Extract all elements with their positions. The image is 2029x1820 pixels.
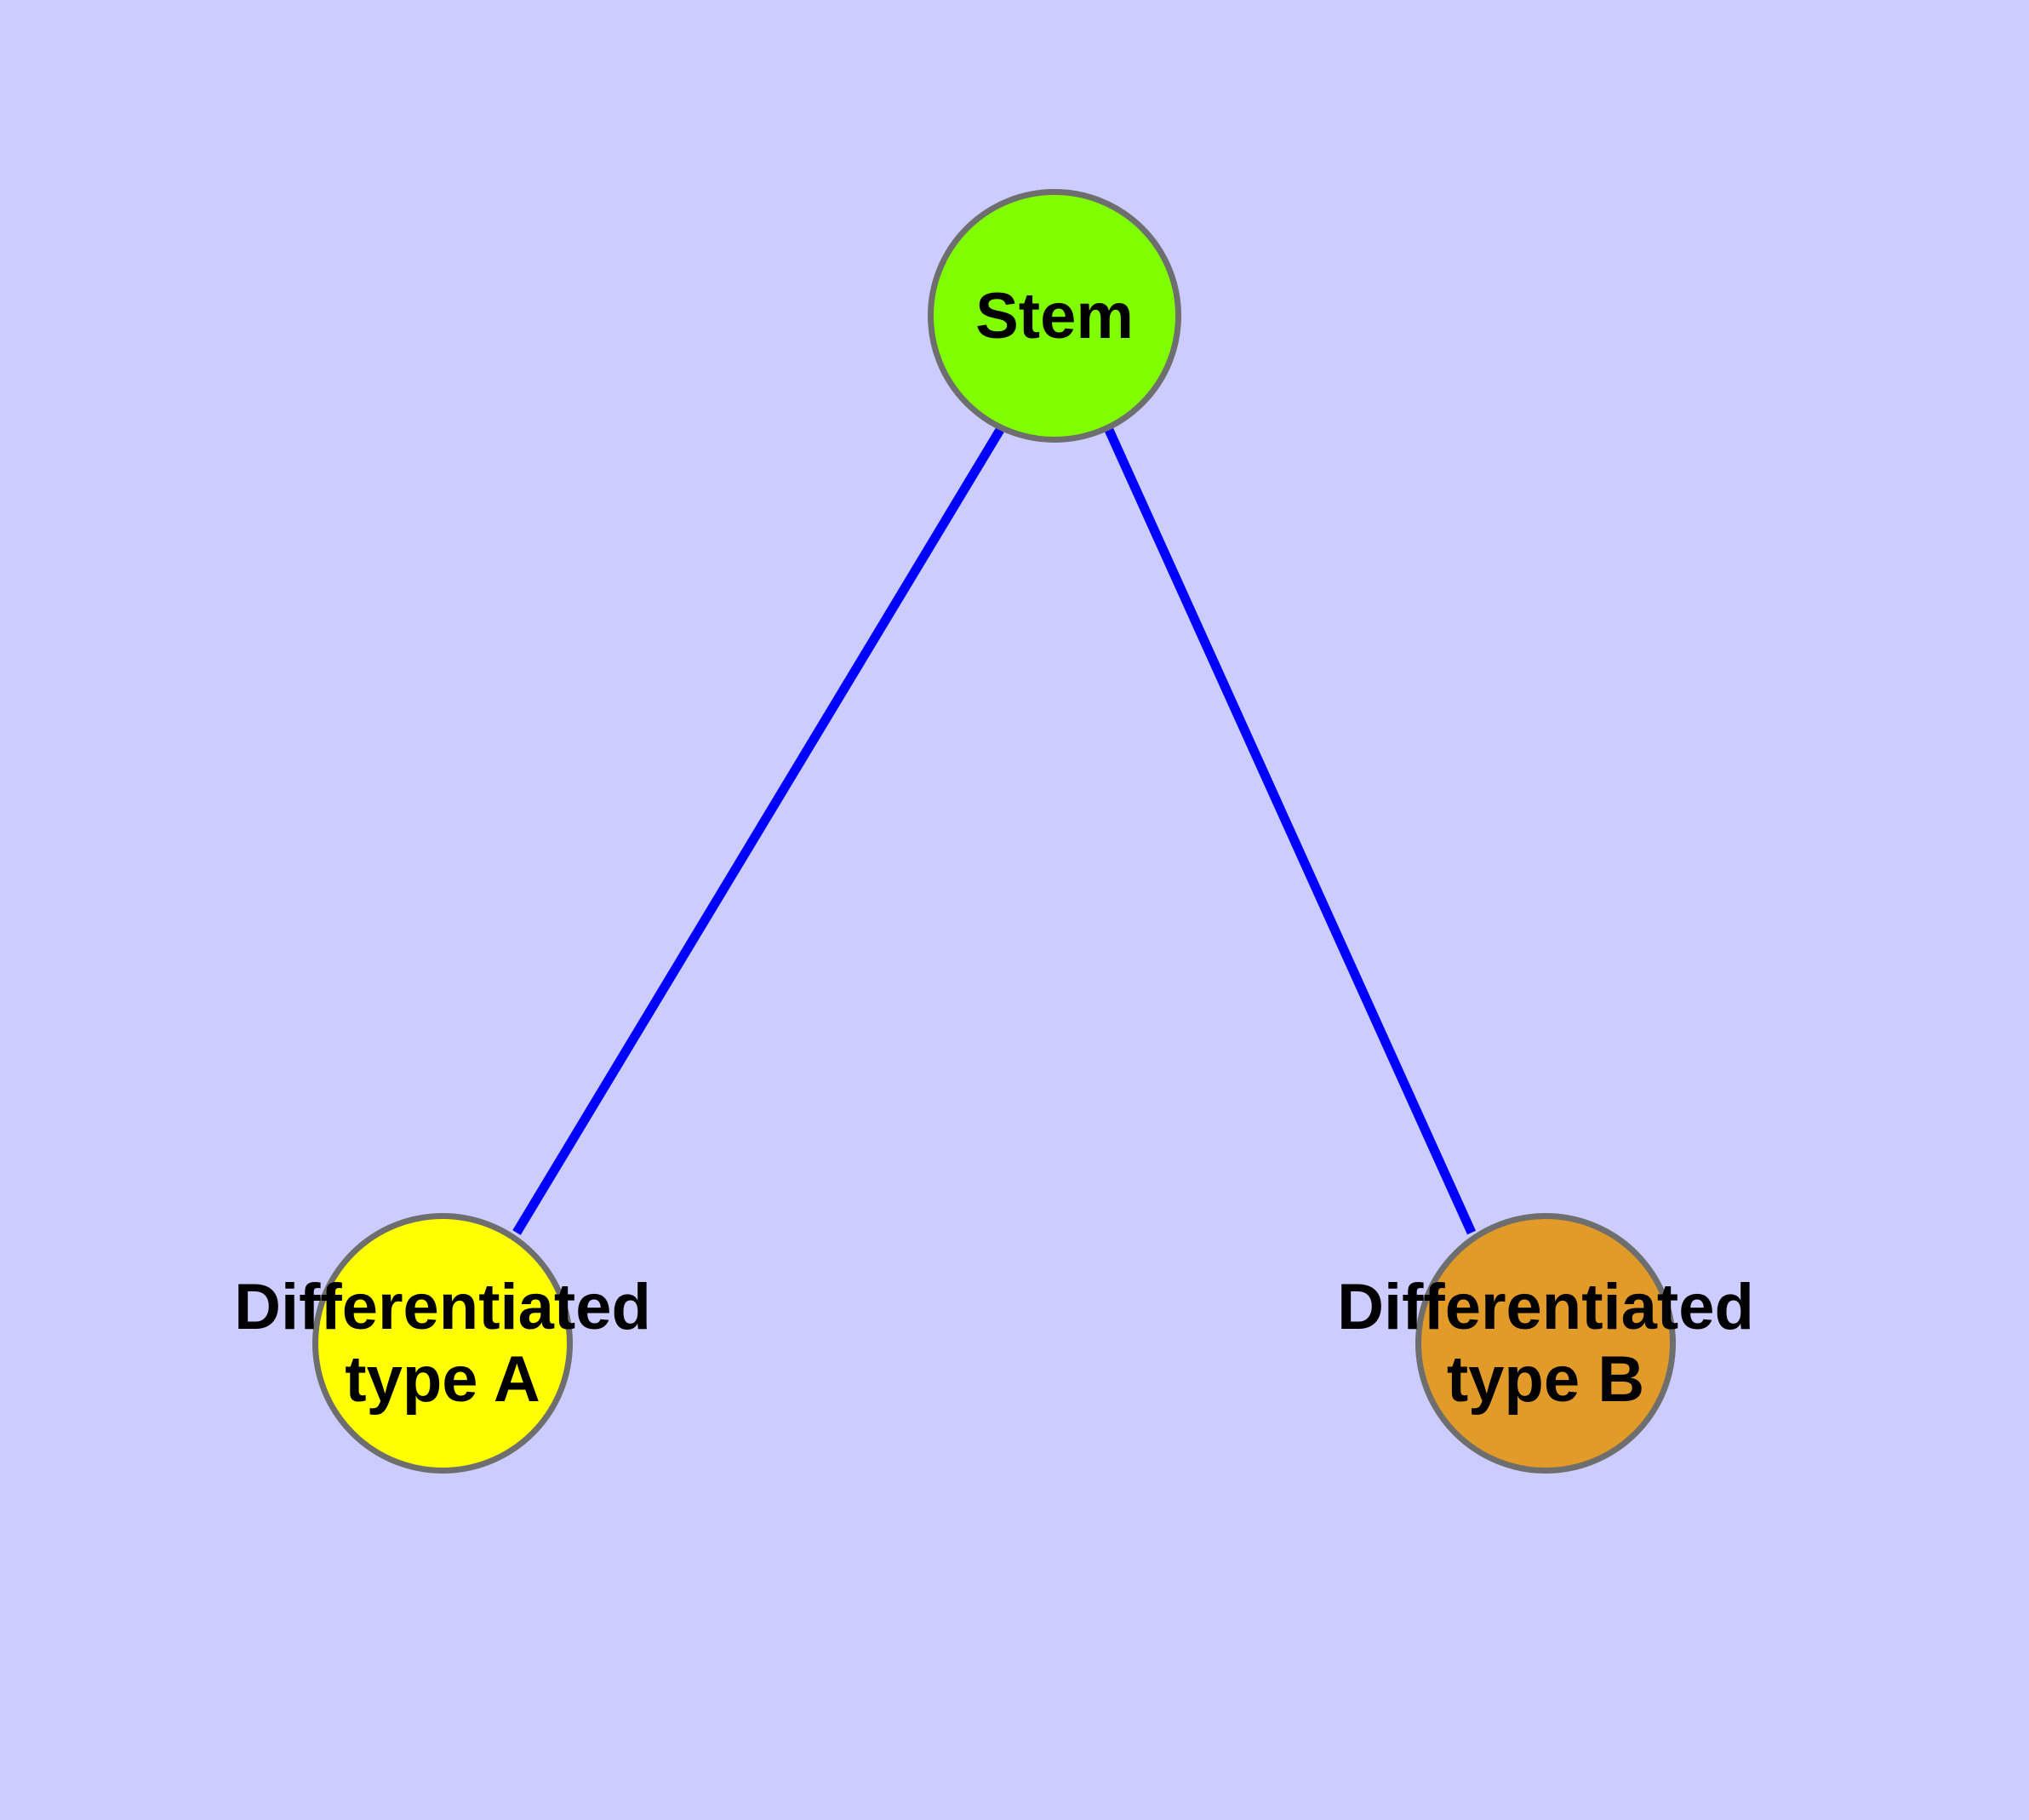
edge-stem-to-differentiated-type-a [512,427,1004,1235]
node-differentiated-type-a[interactable] [312,1213,573,1474]
node-stem[interactable] [928,189,1181,443]
node-differentiated-type-b[interactable] [1415,1213,1676,1474]
edge-stem-to-differentiated-type-b [1104,427,1477,1235]
